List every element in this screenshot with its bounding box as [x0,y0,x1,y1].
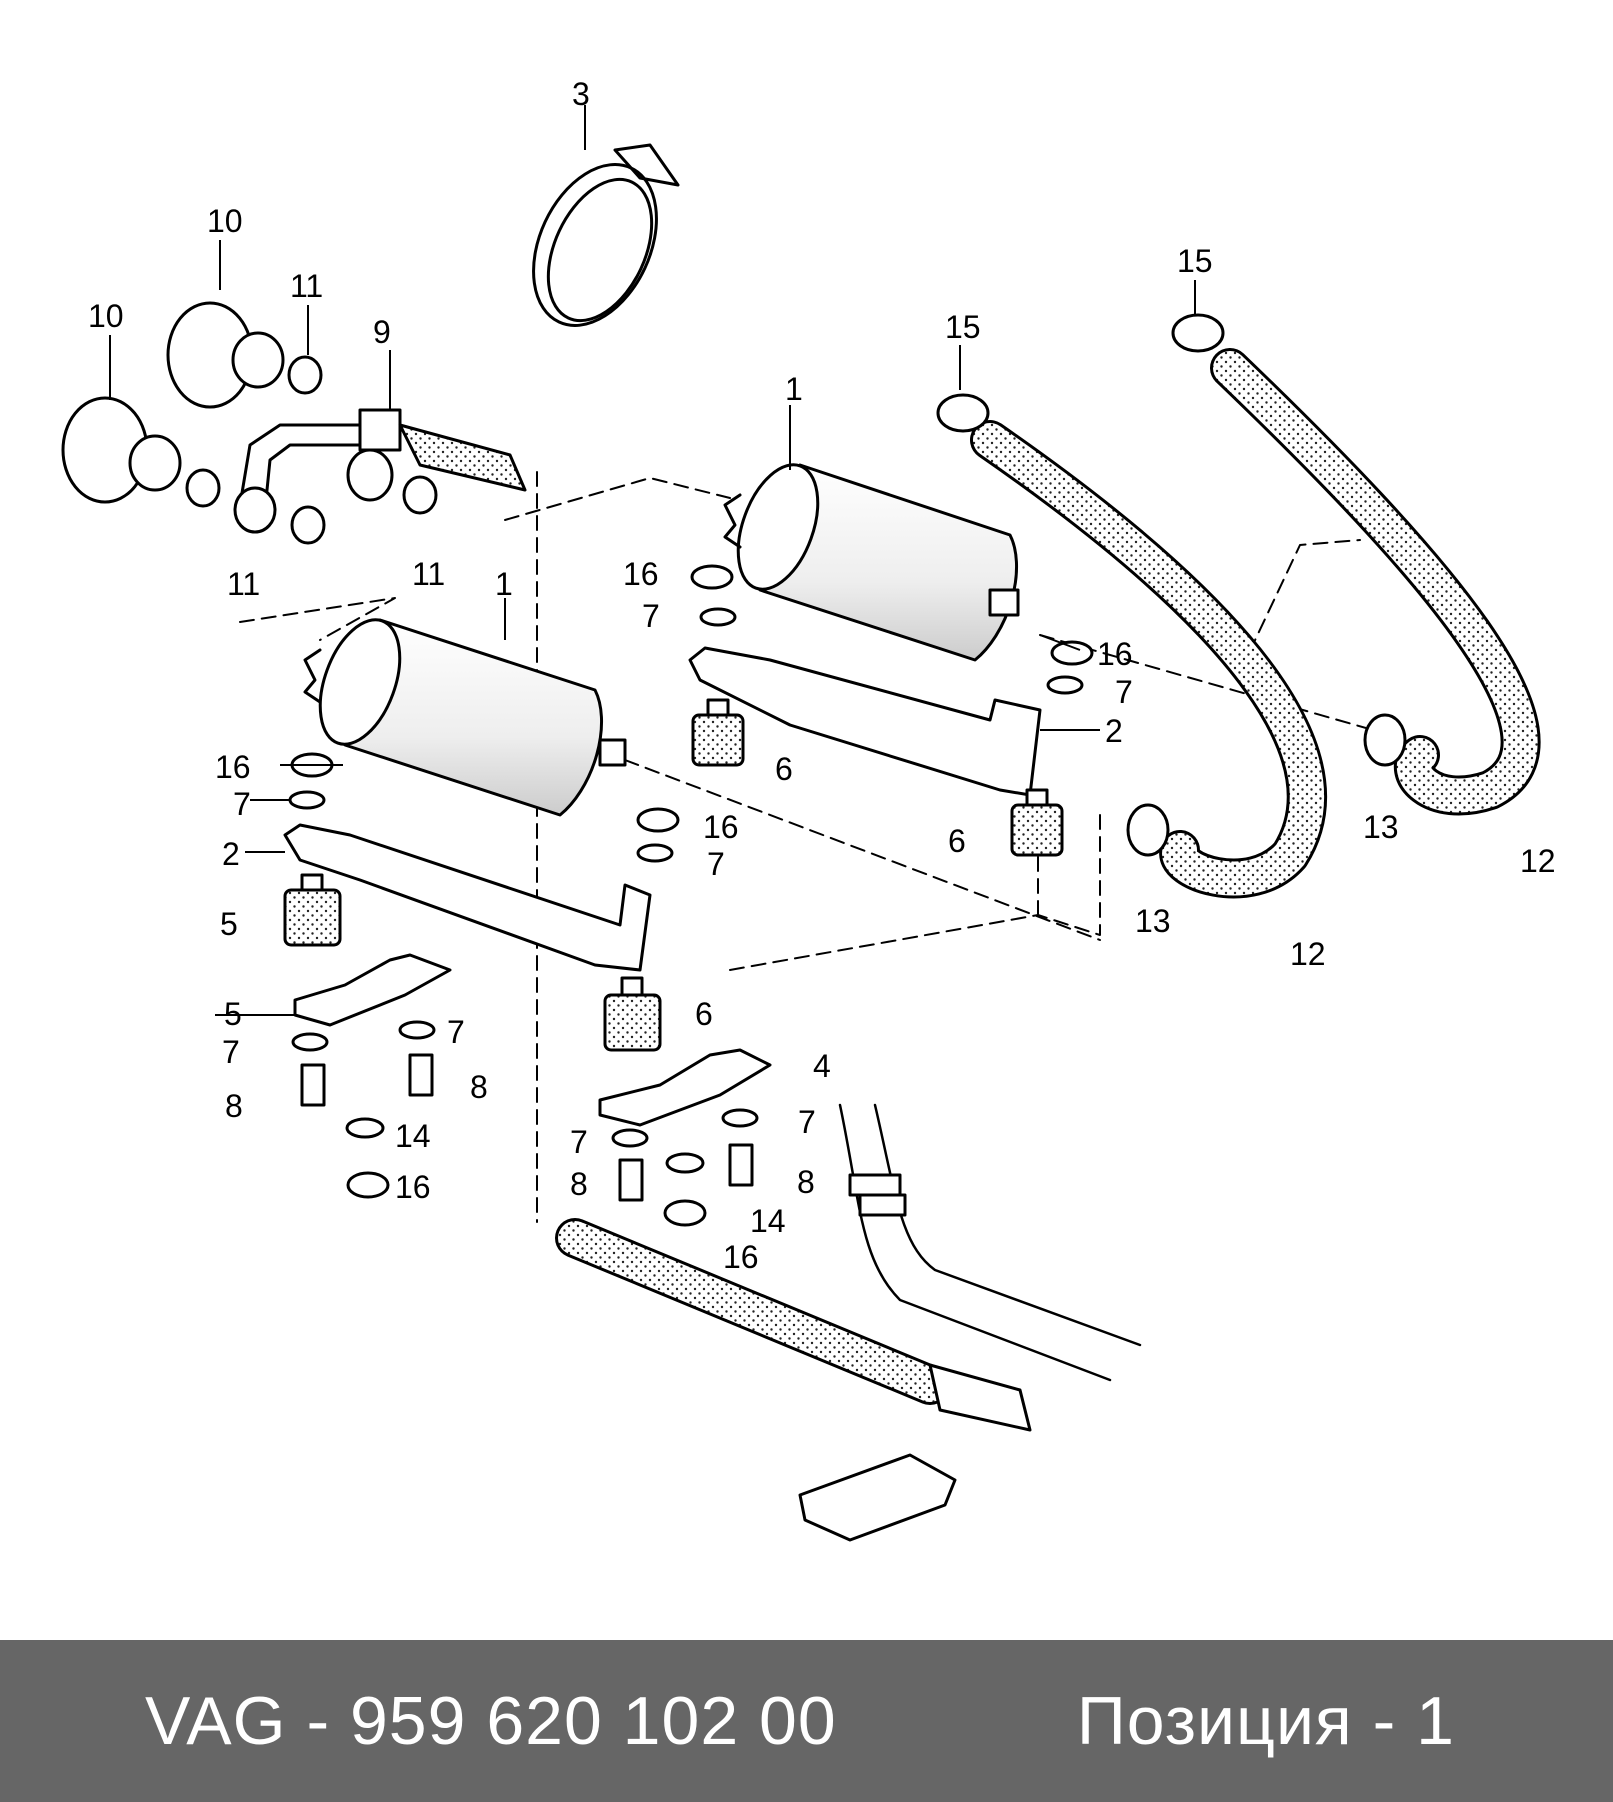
callout-16-mid: 16 [703,809,739,845]
callout-7-bottom-center: 7 [570,1124,588,1160]
callout-11-bottom-left: 11 [227,566,260,602]
callout-2-left: 2 [222,836,240,872]
callout-16-bottom-left: 16 [395,1169,431,1205]
callout-labels: 3 10 10 11 9 11 11 1 1 15 15 16 7 16 7 2… [88,76,1556,1275]
position-label: Позиция - 1 [1076,1683,1455,1759]
callout-16-right: 16 [1097,636,1133,672]
bracket-bottom [798,1453,957,1542]
callout-11-bottom-right: 11 [412,556,445,592]
callout-8-bottom-mid: 8 [470,1069,488,1105]
callout-7-bottom-mid: 7 [447,1014,465,1050]
callout-14-right: 15 [1177,243,1213,279]
tank-outline [838,1103,1142,1382]
callout-7-right: 7 [1115,674,1133,710]
callout-14-left: 15 [945,309,981,345]
footer-bar: VAG - 959 620 102 00 Позиция - 1 [0,1640,1613,1802]
callout-16-top: 16 [623,556,659,592]
callout-6-right-upper: 6 [775,751,793,787]
dashed-assembly-lines [239,471,1381,1223]
fuel-line-bottom-fill [558,1221,947,1402]
hose-12-left-fill [973,423,1324,896]
hose-12-right-fill [1213,351,1538,813]
fittings-10 [61,301,285,504]
callout-5: 5 [224,996,242,1032]
tank-coupling [848,1173,907,1217]
bracket-5 [293,953,452,1027]
callout-4: 4 [813,1048,831,1084]
callout-leaders [109,105,1196,1016]
bracket-4 [598,1048,772,1127]
callout-1-left: 1 [495,566,513,602]
banjo-connector-9 [233,408,527,534]
callout-7-mid: 7 [707,846,725,882]
callout-10-top: 10 [207,203,243,239]
rubber-mount-6-c [691,698,745,767]
callout-8-bottom-center: 8 [570,1166,588,1202]
rubber-mount-6-b [603,976,662,1052]
callout-3: 3 [572,76,590,112]
parts-diagram: 3 10 10 11 9 11 11 1 1 15 15 16 7 16 7 2… [61,76,1556,1542]
fuel-pump-right [723,463,1020,662]
small-hardware [288,564,1094,1227]
callout-13-right: 13 [1363,809,1399,845]
line-end-fitting [928,1363,1032,1432]
callout-12-right: 12 [1520,843,1556,879]
callout-7-bottom-left: 7 [222,1034,240,1070]
callout-11-top: 11 [290,268,323,304]
callout-16-left: 16 [215,749,251,785]
callout-10-left: 10 [88,298,124,334]
callout-15-left: 14 [395,1118,431,1154]
callout-9: 9 [373,314,391,350]
bracket-left [283,823,652,972]
bracket-right [688,646,1042,797]
clamps-13-14 [936,313,1407,857]
callout-6-left: 5 [220,906,238,942]
callout-12-left: 12 [1290,936,1326,972]
callout-7-left: 7 [233,786,251,822]
callout-16-bottom-right: 16 [723,1239,759,1275]
callout-6-right-lower: 6 [948,823,966,859]
hose-clamp-3 [532,143,680,327]
callout-6-center: 6 [695,996,713,1032]
rubber-mount-6-d [1010,788,1064,857]
callout-1-right: 1 [785,371,803,407]
callout-13-left: 13 [1135,903,1171,939]
washers-11 [185,355,438,545]
callout-8-bottom-left: 8 [225,1088,243,1124]
callout-7-bottom-right: 7 [798,1104,816,1140]
callout-8-bottom-right: 8 [797,1164,815,1200]
part-number-label: VAG - 959 620 102 00 [145,1683,837,1759]
callout-7-top: 7 [642,598,660,634]
callout-2-right: 2 [1105,713,1123,749]
fuel-pump-left [303,618,627,817]
callout-15-right: 14 [750,1203,786,1239]
rubber-mount-6-a [283,873,342,947]
